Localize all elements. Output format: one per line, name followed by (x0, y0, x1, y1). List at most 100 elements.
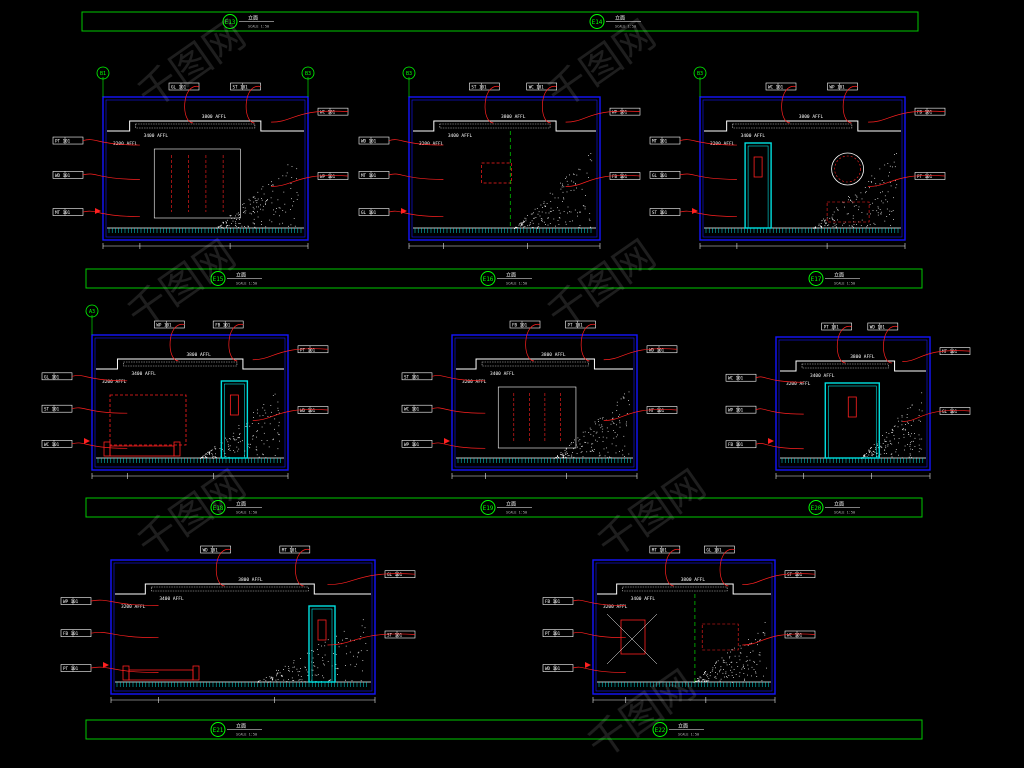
speckle-dot (543, 221, 545, 223)
speckle-dot (221, 224, 222, 226)
speckle-dot (759, 652, 761, 653)
speckle-dot (269, 219, 271, 221)
speckle-dot (279, 207, 281, 209)
speckle-dot (601, 424, 603, 426)
speckle-dot (877, 207, 879, 209)
speckle-dot (267, 416, 269, 417)
speckle-dot (249, 200, 251, 202)
speckle-dot (256, 454, 258, 456)
title-bar (85, 497, 923, 518)
title-bar (85, 719, 923, 740)
speckle-dot (257, 412, 258, 414)
speckle-dot (268, 184, 270, 185)
leader-line (868, 175, 946, 187)
speckle-dot (519, 223, 520, 225)
speckle-dot (227, 444, 229, 446)
ceiling-profile (780, 360, 926, 372)
speckle-dot (271, 678, 273, 680)
speckle-dot (733, 677, 734, 678)
speckle-dot (294, 225, 296, 227)
callout-code: WC 101 (768, 85, 784, 90)
speckle-dot (821, 226, 822, 228)
speckle-dot (266, 440, 268, 441)
callout-code: GL 101 (706, 548, 722, 553)
material-callout: PT 101 (60, 664, 159, 673)
ceiling-level-label: 3200 AFFL (419, 141, 444, 147)
leader-line (541, 86, 557, 124)
speckle-dot (895, 451, 897, 453)
material-callout: ST 101 (41, 404, 128, 414)
speckle-dot (719, 680, 721, 682)
speckle-dot (835, 227, 837, 229)
material-callout: WP 101 (60, 597, 159, 606)
leader-line (572, 632, 626, 639)
speckle-dot (359, 638, 361, 640)
speckle-dot (211, 450, 212, 451)
callout-code: MT 101 (652, 139, 668, 144)
watermark-text: 千图网 (129, 12, 254, 119)
callout-code: ST 101 (44, 407, 60, 412)
speckle-dot (723, 669, 724, 670)
tag-circle (652, 722, 668, 737)
speckle-dot (293, 662, 295, 664)
door-leaf (224, 383, 245, 459)
callout-code: MT 101 (942, 349, 958, 354)
tag-circle (808, 500, 824, 515)
speckle-dot (269, 676, 271, 678)
speckle-dot (751, 666, 753, 668)
speckle-dot (766, 667, 767, 669)
speckle-dot (292, 666, 294, 668)
tag-title: 立面 (248, 15, 258, 22)
door-handle-plate (753, 156, 763, 178)
speckle-dot (887, 444, 889, 446)
speckle-dot (324, 654, 326, 656)
speckle-dot (613, 437, 615, 439)
speckle-dot (263, 205, 264, 207)
speckle-dot (239, 441, 241, 443)
speckle-dot (337, 668, 339, 670)
speckle-dot (837, 209, 839, 210)
sofa (128, 669, 194, 681)
speckle-dot (217, 226, 219, 228)
speckle-dot (560, 188, 562, 190)
speckle-dot (324, 664, 325, 666)
speckle-dot (558, 209, 560, 211)
leader-line (90, 666, 159, 673)
speckle-dot (238, 223, 240, 224)
speckle-dot (593, 451, 595, 452)
speckle-dot (231, 223, 232, 224)
speckle-dot (736, 662, 738, 663)
speckle-dot (696, 680, 698, 682)
speckle-dot (720, 668, 722, 670)
speckle-dot (291, 677, 293, 679)
speckle-dot (759, 654, 761, 656)
speckle-dot (855, 198, 857, 200)
speckle-dot (573, 173, 574, 175)
ceiling-level-label: 3200 AFFL (121, 604, 146, 610)
ceiling-level-label: 3800 AFFL (186, 352, 211, 358)
speckle-dot (588, 155, 589, 156)
speckle-dot (570, 190, 572, 191)
speckle-dot (235, 439, 237, 441)
ceiling-level-label: 3400 AFFL (741, 133, 766, 139)
speckle-dot (712, 667, 714, 669)
speckle-dot (889, 165, 891, 167)
speckle-dot (832, 214, 834, 216)
speckle-dot (248, 443, 250, 445)
speckle-dot (285, 175, 287, 177)
speckle-dot (877, 198, 879, 199)
speckle-dot (225, 456, 227, 457)
speckle-dot (921, 402, 922, 404)
speckle-dot (726, 664, 728, 666)
speckle-dot (628, 400, 629, 401)
speckle-dot (211, 453, 213, 454)
speckle-dot (255, 200, 257, 202)
speckle-dot (861, 219, 863, 221)
leader-line (215, 549, 231, 587)
speckle-dot (821, 220, 823, 222)
grid-bubble (96, 66, 110, 80)
speckle-dot (290, 188, 292, 189)
speckle-dot (529, 223, 531, 225)
